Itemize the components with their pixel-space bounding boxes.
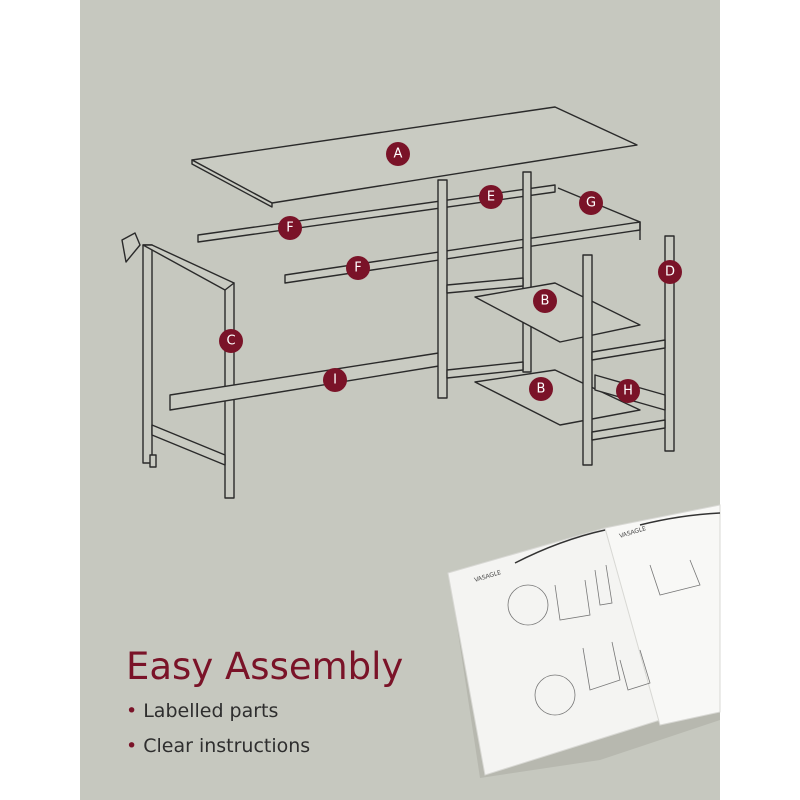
label-f: F [346, 256, 370, 280]
svg-text:A: A [394, 147, 403, 162]
label-a: A [386, 142, 410, 166]
svg-text:G: G [586, 196, 596, 211]
svg-text:D: D [665, 265, 675, 280]
svg-text:F: F [354, 261, 361, 276]
label-c: C [219, 329, 243, 353]
middle-upright [522, 171, 532, 373]
bullet-text: Labelled parts [143, 700, 279, 722]
label-g: G [579, 191, 603, 215]
heading: Easy Assembly [126, 645, 404, 688]
shelf-b-lower [474, 369, 641, 426]
label-b: B [529, 377, 553, 401]
label-b: B [533, 289, 557, 313]
bullet-item: •Clear instructions [126, 735, 311, 757]
label-h: H [616, 379, 640, 403]
label-e: E [479, 185, 503, 209]
bullet-item: •Labelled parts [126, 700, 279, 722]
svg-text:B: B [541, 294, 550, 309]
label-d: D [658, 260, 682, 284]
wall-bracket [121, 232, 141, 263]
bullet-text: Clear instructions [143, 735, 311, 757]
shelf-b-upper [474, 282, 641, 343]
label-f: F [278, 216, 302, 240]
right-frame-d [582, 235, 675, 466]
svg-text:E: E [487, 190, 495, 205]
svg-text:F: F [286, 221, 293, 236]
booklet-right-page [604, 504, 721, 726]
svg-text:C: C [226, 334, 235, 349]
svg-text:B: B [537, 382, 546, 397]
svg-text:H: H [623, 384, 633, 399]
svg-text:I: I [333, 373, 337, 388]
label-i: I [323, 368, 347, 392]
